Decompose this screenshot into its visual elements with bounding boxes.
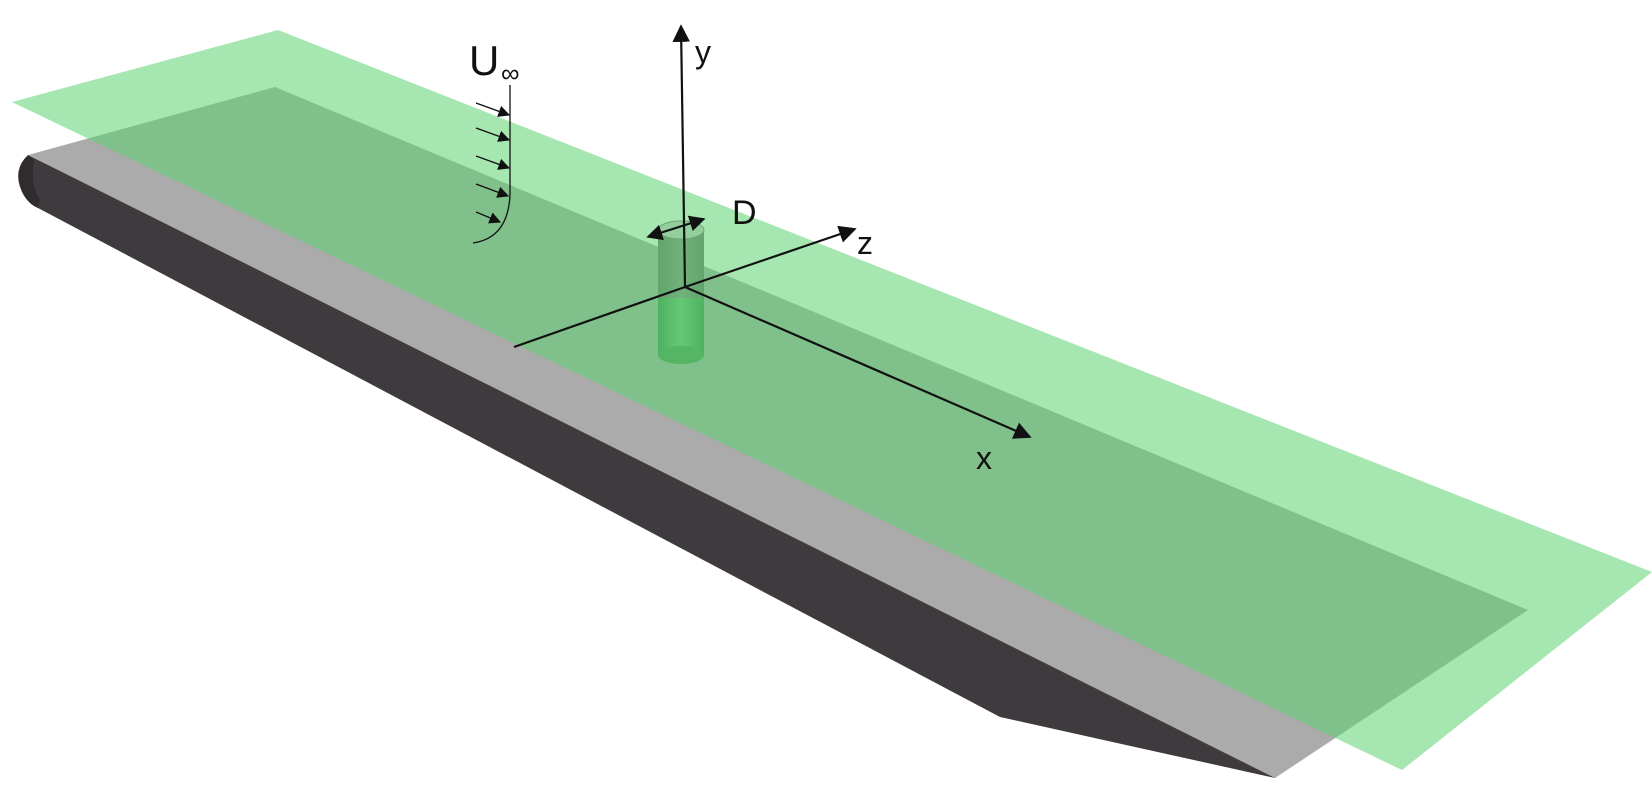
diameter-arrow — [646, 215, 706, 241]
axis-z — [684, 225, 857, 289]
plate-leading-edge — [18, 155, 40, 208]
velocity-profile-curve — [472, 85, 511, 244]
axis-z-negative — [513, 285, 686, 349]
velocity-profile — [472, 85, 511, 244]
coordinate-axes — [513, 24, 1032, 439]
velocity-arrow-3 — [475, 155, 511, 170]
axis-y-label: y — [695, 34, 711, 70]
symmetry-plane — [12, 30, 1652, 770]
freestream-velocity-label: U — [469, 37, 499, 84]
axis-y — [672, 24, 691, 288]
plate-side-face — [22, 155, 1275, 778]
velocity-arrow-1 — [475, 102, 511, 117]
axis-x-label: x — [976, 440, 992, 476]
freestream-subscript: ∞ — [501, 58, 520, 88]
axis-z-label: z — [857, 225, 873, 261]
diameter-label: D — [732, 194, 757, 232]
axis-x — [684, 285, 1032, 439]
velocity-arrow-5 — [475, 211, 502, 224]
velocity-arrow-2 — [475, 127, 511, 142]
velocity-arrow-4 — [475, 183, 510, 198]
